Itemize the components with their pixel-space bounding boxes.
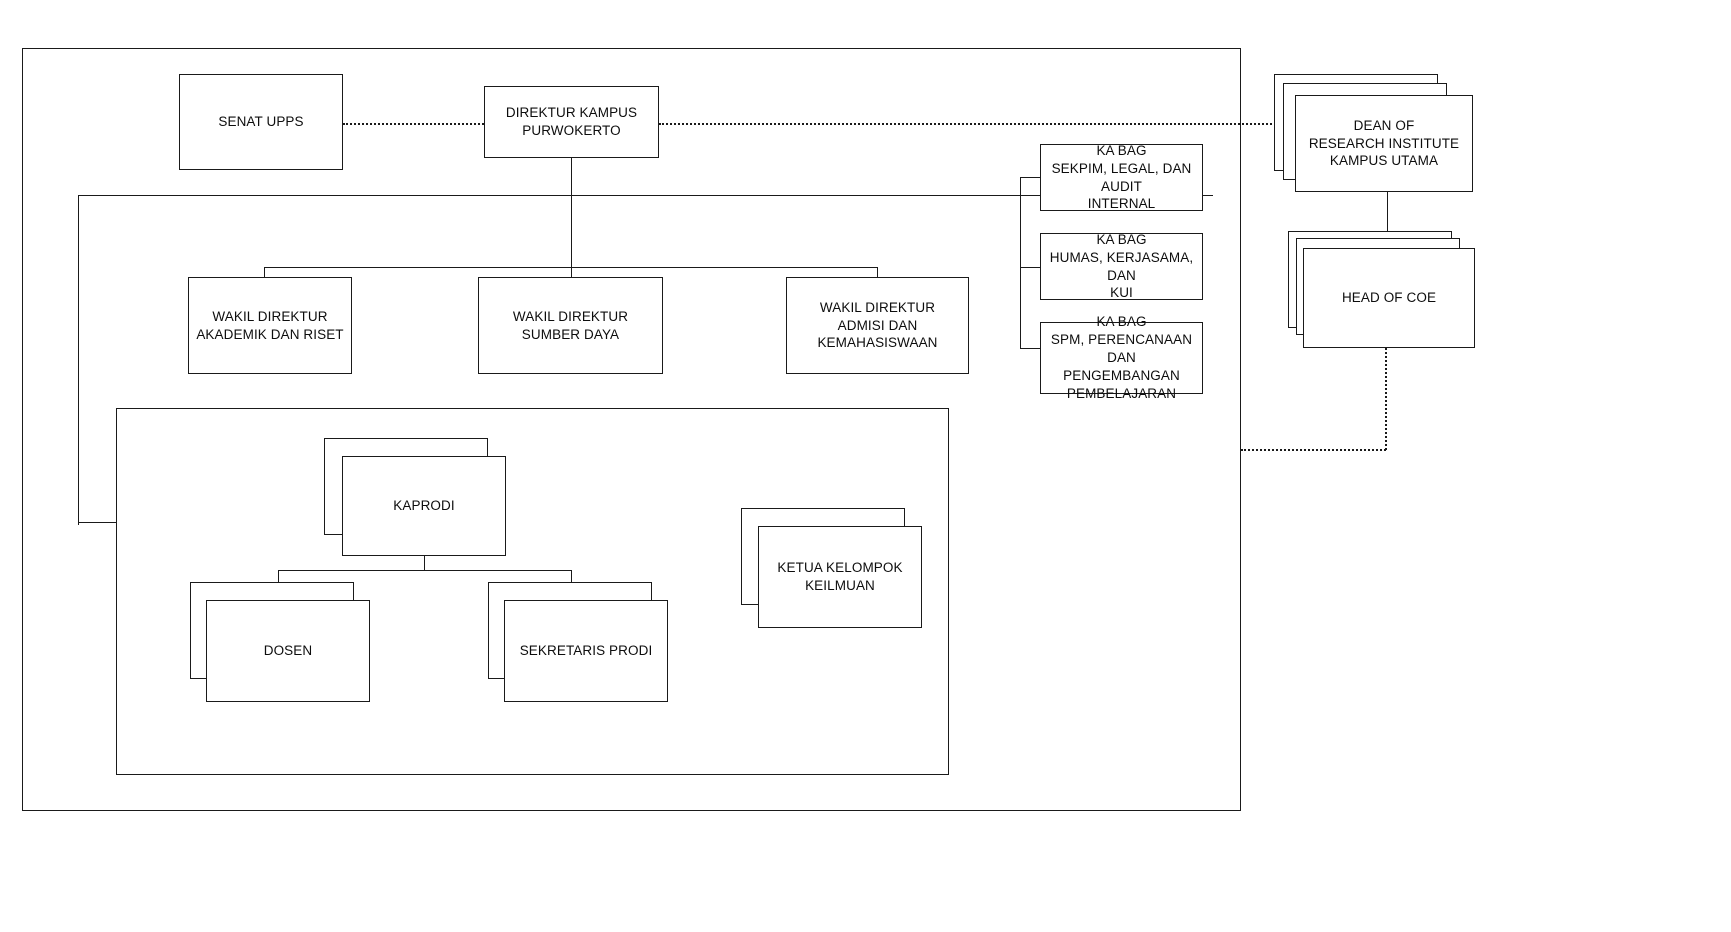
node-kaprodi[interactable]: KAPRODI [342,456,506,556]
connector-kabag-humas [1020,267,1040,268]
node-kabag-humas-label: KA BAG HUMAS, KERJASAMA, DAN KUI [1049,231,1194,301]
node-dean-research-institute[interactable]: DEAN OF RESEARCH INSTITUTE KAMPUS UTAMA [1295,95,1473,192]
node-head-of-coe[interactable]: HEAD OF COE [1303,248,1475,348]
node-ketua-kelompok-keilmuan-label: KETUA KELOMPOK KEILMUAN [777,560,903,593]
node-direktur-kampus-label: DIREKTUR KAMPUS PURWOKERTO [505,105,638,138]
connector-kaprodi-children-bus [278,570,571,571]
node-senat-upps-label: SENAT UPPS [218,114,304,130]
connector-sekretaris-drop [571,570,572,582]
node-kabag-sekpim[interactable]: KA BAG SEKPIM, LEGAL, DAN AUDIT INTERNAL [1040,142,1203,212]
connector-kabag-sekpim [1020,177,1040,178]
node-sekretaris-prodi[interactable]: SEKRETARIS PRODI [504,600,668,702]
dotted-link-coe-left [1241,449,1386,451]
node-kaprodi-label: KAPRODI [393,498,455,514]
node-kabag-spm[interactable]: KA BAG SPM, PERENCANAAN DAN PENGEMBANGAN… [1040,314,1203,401]
node-wakil-direktur-akademik[interactable]: WAKIL DIREKTUR AKADEMIK DAN RISET [188,277,352,374]
node-senat-upps[interactable]: SENAT UPPS [179,74,343,170]
connector-kabag-spm [1020,348,1040,349]
node-kabag-spm-label: KA BAG SPM, PERENCANAAN DAN PENGEMBANGAN… [1050,314,1193,401]
node-kabag-humas[interactable]: KA BAG HUMAS, KERJASAMA, DAN KUI [1040,231,1203,301]
connector-dosen-drop [278,570,279,582]
connector-wakil-sumberdaya-drop [571,267,572,277]
connector-left-spine [78,195,79,522]
node-dean-research-institute-label: DEAN OF RESEARCH INSTITUTE KAMPUS UTAMA [1308,117,1460,169]
node-wakil-direktur-admisi[interactable]: WAKIL DIREKTUR ADMISI DAN KEMAHASISWAAN [786,277,969,374]
node-wakil-direktur-sumberdaya-label: WAKIL DIREKTUR SUMBER DAYA [512,308,629,342]
node-dosen[interactable]: DOSEN [206,600,370,702]
dotted-link-senat-direktur [343,123,484,125]
dotted-link-direktur-dean [659,123,1295,125]
node-kabag-sekpim-label: KA BAG SEKPIM, LEGAL, DAN AUDIT INTERNAL [1051,142,1192,212]
connector-kabag-bus-v [1020,177,1021,348]
node-dosen-label: DOSEN [263,643,313,659]
connector-direktur-down [571,158,572,275]
connector-wakil-akademik-drop [264,267,265,277]
node-wakil-direktur-admisi-label: WAKIL DIREKTUR ADMISI DAN KEMAHASISWAAN [817,299,938,351]
node-ketua-kelompok-keilmuan[interactable]: KETUA KELOMPOK KEILMUAN [758,526,922,628]
node-wakil-direktur-sumberdaya[interactable]: WAKIL DIREKTUR SUMBER DAYA [478,277,663,374]
connector-wakil-bus [264,267,877,268]
main-campus-container [22,48,1241,811]
connector-wakil-admisi-drop [877,267,878,277]
node-wakil-direktur-akademik-label: WAKIL DIREKTUR AKADEMIK DAN RISET [196,308,344,342]
node-sekretaris-prodi-label: SEKRETARIS PRODI [519,643,653,659]
node-direktur-kampus[interactable]: DIREKTUR KAMPUS PURWOKERTO [484,86,659,158]
node-head-of-coe-label: HEAD OF COE [1341,290,1437,306]
prodi-group-container [116,408,949,775]
connector-kabag-bus-h [1020,195,1040,196]
connector-dean-to-coe [1387,192,1388,237]
connector-left-spine-foot [78,522,116,523]
dotted-link-coe-down [1385,348,1387,450]
connector-kaprodi-down [424,556,425,570]
